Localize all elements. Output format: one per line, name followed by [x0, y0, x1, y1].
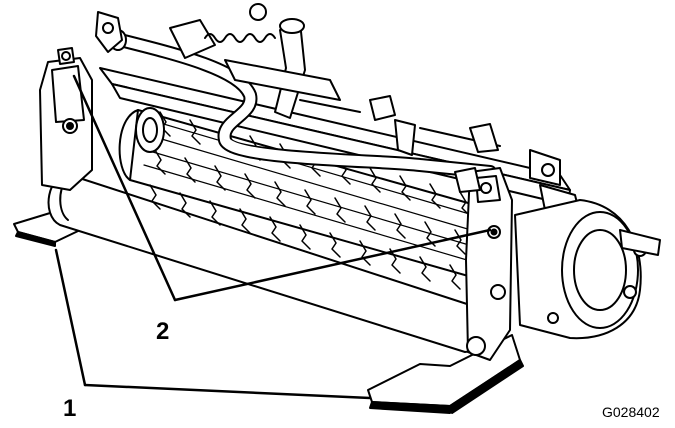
- callout-2: 2: [156, 318, 170, 345]
- figure-id: G028402: [602, 404, 660, 420]
- leader-1-right: [83, 383, 372, 400]
- callout-1: 1: [63, 395, 77, 422]
- motor-housing: [514, 199, 661, 340]
- leader-lines: [54, 74, 492, 400]
- top-yoke: [95, 3, 341, 119]
- left-side-plate: [39, 47, 93, 191]
- leader-1-left: [54, 248, 87, 387]
- leader-2-right: [173, 228, 492, 302]
- top-fittings: [369, 95, 561, 193]
- leader-2-left: [72, 74, 177, 302]
